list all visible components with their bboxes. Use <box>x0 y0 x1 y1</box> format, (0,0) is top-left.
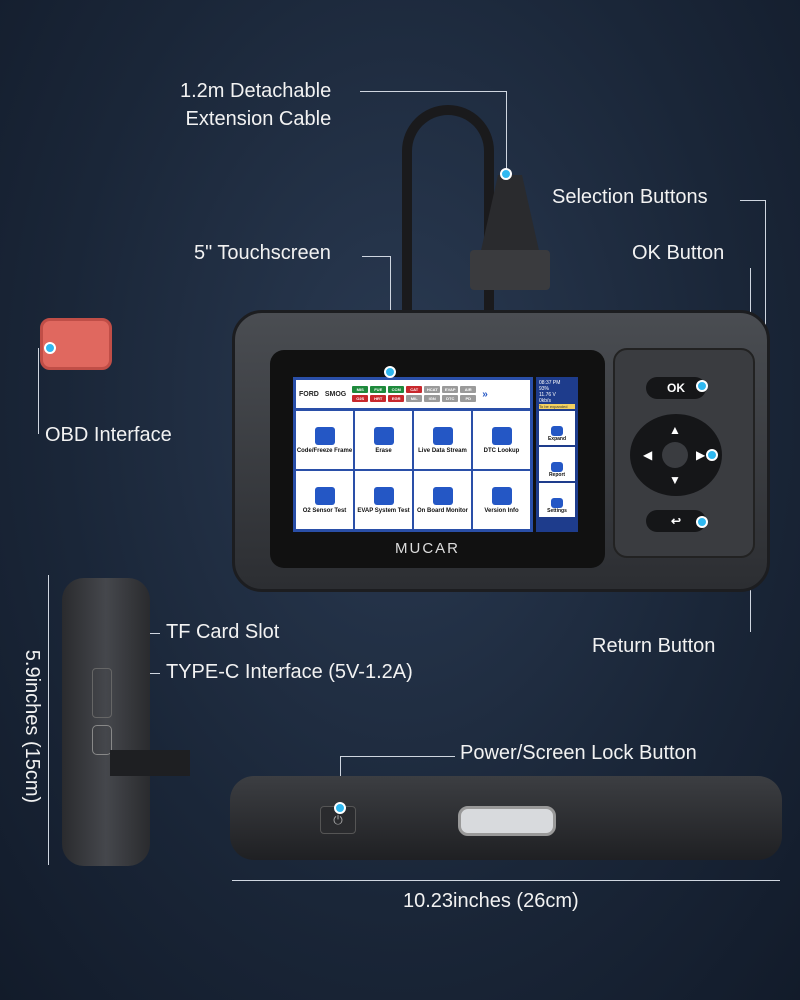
readiness-tag: MIS <box>352 386 369 393</box>
return-button[interactable]: ↩ <box>646 510 706 532</box>
function-icon <box>373 426 394 445</box>
readiness-tag: CAT <box>406 386 423 393</box>
readiness-tag: HCAT <box>424 386 441 393</box>
arrow-down-icon[interactable]: ▼ <box>669 473 681 487</box>
side-view <box>62 578 150 866</box>
tf-card-slot <box>92 668 112 718</box>
function-tile-label: DTC Lookup <box>483 447 520 454</box>
ok-button-label: OK Button <box>632 242 725 264</box>
function-tile[interactable]: On Board Monitor <box>414 471 471 529</box>
arrow-up-icon[interactable]: ▲ <box>669 423 681 437</box>
sidebar-icon <box>551 426 563 436</box>
power-button-label: Power/Screen Lock Button <box>460 742 697 764</box>
function-tile[interactable]: Live Data Stream <box>414 411 471 469</box>
function-tile-label: On Board Monitor <box>417 507 468 514</box>
type-c-label: TYPE-C Interface (5V-1.2A) <box>166 661 413 683</box>
sidebar-button-label: Expand <box>547 436 567 442</box>
readiness-tag: O2S <box>352 395 369 402</box>
cable-label-line2: Extension Cable <box>185 108 332 130</box>
arrow-left-icon[interactable]: ◀ <box>643 448 653 462</box>
readiness-tag: AIR <box>460 386 477 393</box>
return-button-label: Return Button <box>592 635 716 657</box>
function-tile-label: Erase <box>375 447 392 454</box>
side-cable <box>110 750 190 776</box>
function-tile[interactable]: EVAP System Test <box>355 471 412 529</box>
obd-port <box>458 806 556 836</box>
ok-button[interactable]: OK <box>646 377 706 399</box>
more-icon[interactable]: » <box>482 388 488 400</box>
function-tile-label: Live Data Stream <box>418 447 467 454</box>
readiness-tag: FUE <box>370 386 387 393</box>
function-tile[interactable]: Code/Freeze Frame <box>296 411 353 469</box>
battery-level: 93% <box>539 386 550 392</box>
type-c-port <box>92 725 112 755</box>
voltage: 11.76 V <box>539 392 556 398</box>
sidebar-button[interactable]: Expand <box>539 411 575 445</box>
sidebar-button-label: Settings <box>547 508 567 514</box>
function-grid: Code/Freeze Frame Erase Live Data Stream DT… <box>296 411 530 529</box>
readiness-tag: PD <box>460 395 477 402</box>
readiness-tag: CCM <box>388 386 405 393</box>
function-icon <box>491 426 512 445</box>
extension-cable <box>402 105 494 315</box>
function-icon <box>432 486 453 505</box>
sidebar-button-label: Report <box>548 472 566 478</box>
clock: 08:37 PM <box>539 380 561 386</box>
obd-marker <box>44 342 56 354</box>
sidebar-icon <box>551 462 563 472</box>
arrow-right-icon[interactable]: ▶ <box>696 448 706 462</box>
readiness-tag: IGN <box>424 395 441 402</box>
function-tile[interactable]: Version Info <box>473 471 530 529</box>
height-dimension-label: 5.9inches (15cm) <box>21 649 44 804</box>
function-icon <box>373 486 394 505</box>
cable-marker <box>500 168 512 180</box>
function-icon <box>314 426 335 445</box>
function-tile-label: EVAP System Test <box>357 507 410 514</box>
function-icon <box>491 486 512 505</box>
function-tile-label: Version Info <box>484 507 519 514</box>
smog-mode: SMOG <box>324 390 347 398</box>
readiness-tag: EVAP <box>442 386 459 393</box>
status-sidebar: 08:37 PM 93% 11.76 V 0kb/s To be expande… <box>536 377 578 532</box>
function-tile[interactable]: O2 Sensor Test <box>296 471 353 529</box>
sidebar-icon <box>551 498 563 508</box>
brand-logo: MUCAR <box>395 540 460 557</box>
sidebar-button[interactable]: Report <box>539 447 575 481</box>
vehicle-make: FORD <box>299 390 319 398</box>
readiness-tag: EGR <box>388 395 405 402</box>
width-dimension-label: 10.23inches (26cm) <box>403 890 579 912</box>
tf-card-slot-label: TF Card Slot <box>166 621 280 643</box>
function-tile-label: Code/Freeze Frame <box>296 447 353 454</box>
data-rate: 0kb/s <box>539 398 551 404</box>
selection-buttons-label: Selection Buttons <box>552 186 708 208</box>
notice-banner: To be expanded <box>539 404 575 409</box>
readiness-tag: MIL <box>406 395 423 402</box>
function-tile[interactable]: Erase <box>355 411 412 469</box>
sidebar-button[interactable]: Settings <box>539 483 575 517</box>
touchscreen-label: 5" Touchscreen <box>194 242 331 264</box>
function-icon <box>314 486 335 505</box>
readiness-tag: DTC <box>442 395 459 402</box>
function-tile[interactable]: DTC Lookup <box>473 411 530 469</box>
cable-label-line1: 1.2m Detachable <box>180 80 332 102</box>
obd-interface-label: OBD Interface <box>45 424 172 446</box>
function-tile-label: O2 Sensor Test <box>302 507 347 514</box>
function-icon <box>432 426 453 445</box>
readiness-tag: HRT <box>370 395 387 402</box>
